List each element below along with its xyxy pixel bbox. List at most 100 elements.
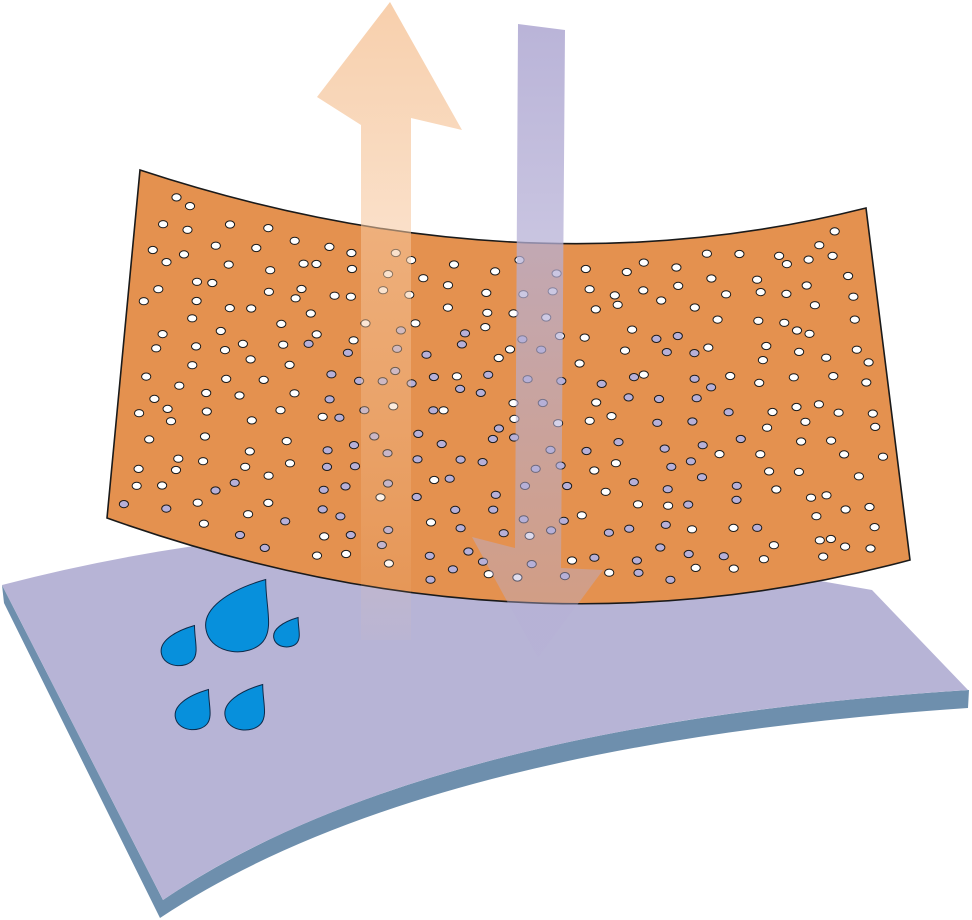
pore xyxy=(791,326,803,335)
pore xyxy=(153,285,164,294)
pore xyxy=(725,371,736,381)
pore xyxy=(157,330,168,339)
pore xyxy=(683,549,694,559)
pore xyxy=(245,355,256,364)
pore xyxy=(734,249,745,259)
pore xyxy=(345,530,356,540)
pore xyxy=(753,316,764,325)
pore xyxy=(609,291,620,300)
pore xyxy=(448,260,460,269)
pore xyxy=(488,505,499,514)
pore xyxy=(280,517,291,526)
pore xyxy=(761,341,772,351)
pore xyxy=(728,523,739,533)
pore xyxy=(326,370,337,379)
pore xyxy=(731,481,742,490)
pore xyxy=(580,264,591,274)
pore xyxy=(418,274,429,283)
pore xyxy=(621,267,632,277)
pore xyxy=(165,417,177,426)
pore xyxy=(424,551,435,560)
pore xyxy=(234,391,245,400)
pore xyxy=(755,288,766,297)
pore xyxy=(781,260,793,269)
pore xyxy=(493,424,504,433)
pore xyxy=(425,518,437,527)
pore xyxy=(490,267,501,276)
pore xyxy=(182,225,193,234)
pore xyxy=(346,264,358,274)
pore xyxy=(576,511,587,520)
pore xyxy=(600,487,611,496)
pore xyxy=(265,266,276,275)
pore xyxy=(311,330,322,339)
pore xyxy=(210,486,221,495)
pore xyxy=(821,353,832,362)
pore xyxy=(493,353,504,363)
pore xyxy=(818,552,829,561)
pore xyxy=(246,416,257,425)
pore xyxy=(793,467,805,476)
pore xyxy=(276,319,287,328)
pore xyxy=(237,339,248,348)
pore xyxy=(796,437,807,446)
pore xyxy=(428,372,439,382)
pore xyxy=(305,309,316,318)
pore xyxy=(421,350,432,359)
pore xyxy=(324,395,335,404)
pore xyxy=(224,220,236,229)
pore xyxy=(767,407,778,417)
pore xyxy=(638,286,649,295)
pore xyxy=(263,498,274,507)
pore xyxy=(723,408,734,417)
pore xyxy=(628,478,639,487)
pore xyxy=(413,429,424,438)
pore xyxy=(687,417,698,426)
pore xyxy=(334,413,345,422)
pore xyxy=(764,467,775,476)
pore xyxy=(192,498,203,507)
pore xyxy=(221,374,232,383)
pore xyxy=(251,243,262,253)
pore xyxy=(581,446,592,456)
pore xyxy=(284,459,296,468)
pore xyxy=(246,304,257,313)
pore xyxy=(322,446,333,455)
pore xyxy=(706,274,717,283)
pore xyxy=(411,492,422,502)
pore xyxy=(791,402,802,412)
pore xyxy=(296,284,307,294)
pore xyxy=(451,372,462,381)
pore xyxy=(628,373,640,382)
pore xyxy=(447,565,458,574)
pore xyxy=(774,251,785,260)
pore xyxy=(851,345,862,354)
pore xyxy=(243,510,254,519)
pore xyxy=(804,329,815,338)
pore xyxy=(652,418,663,427)
pore xyxy=(849,315,860,324)
water-drop-icon xyxy=(224,683,266,731)
pore xyxy=(317,505,328,514)
pore xyxy=(665,575,676,584)
pore xyxy=(701,249,713,258)
pore xyxy=(317,412,328,421)
arrow-down-icon xyxy=(472,24,603,658)
pore xyxy=(613,438,624,447)
pore xyxy=(201,407,212,416)
pore xyxy=(671,263,682,272)
pore xyxy=(191,296,202,306)
pore xyxy=(429,475,440,485)
pore xyxy=(348,336,359,345)
pore xyxy=(706,383,717,392)
pore xyxy=(289,389,300,398)
pore xyxy=(811,512,822,521)
pore xyxy=(442,281,454,290)
pore xyxy=(566,556,578,565)
pore xyxy=(259,543,270,553)
pore xyxy=(809,301,821,310)
pore xyxy=(348,441,360,450)
pore xyxy=(298,259,309,268)
pore xyxy=(638,370,649,379)
pore xyxy=(161,258,172,267)
